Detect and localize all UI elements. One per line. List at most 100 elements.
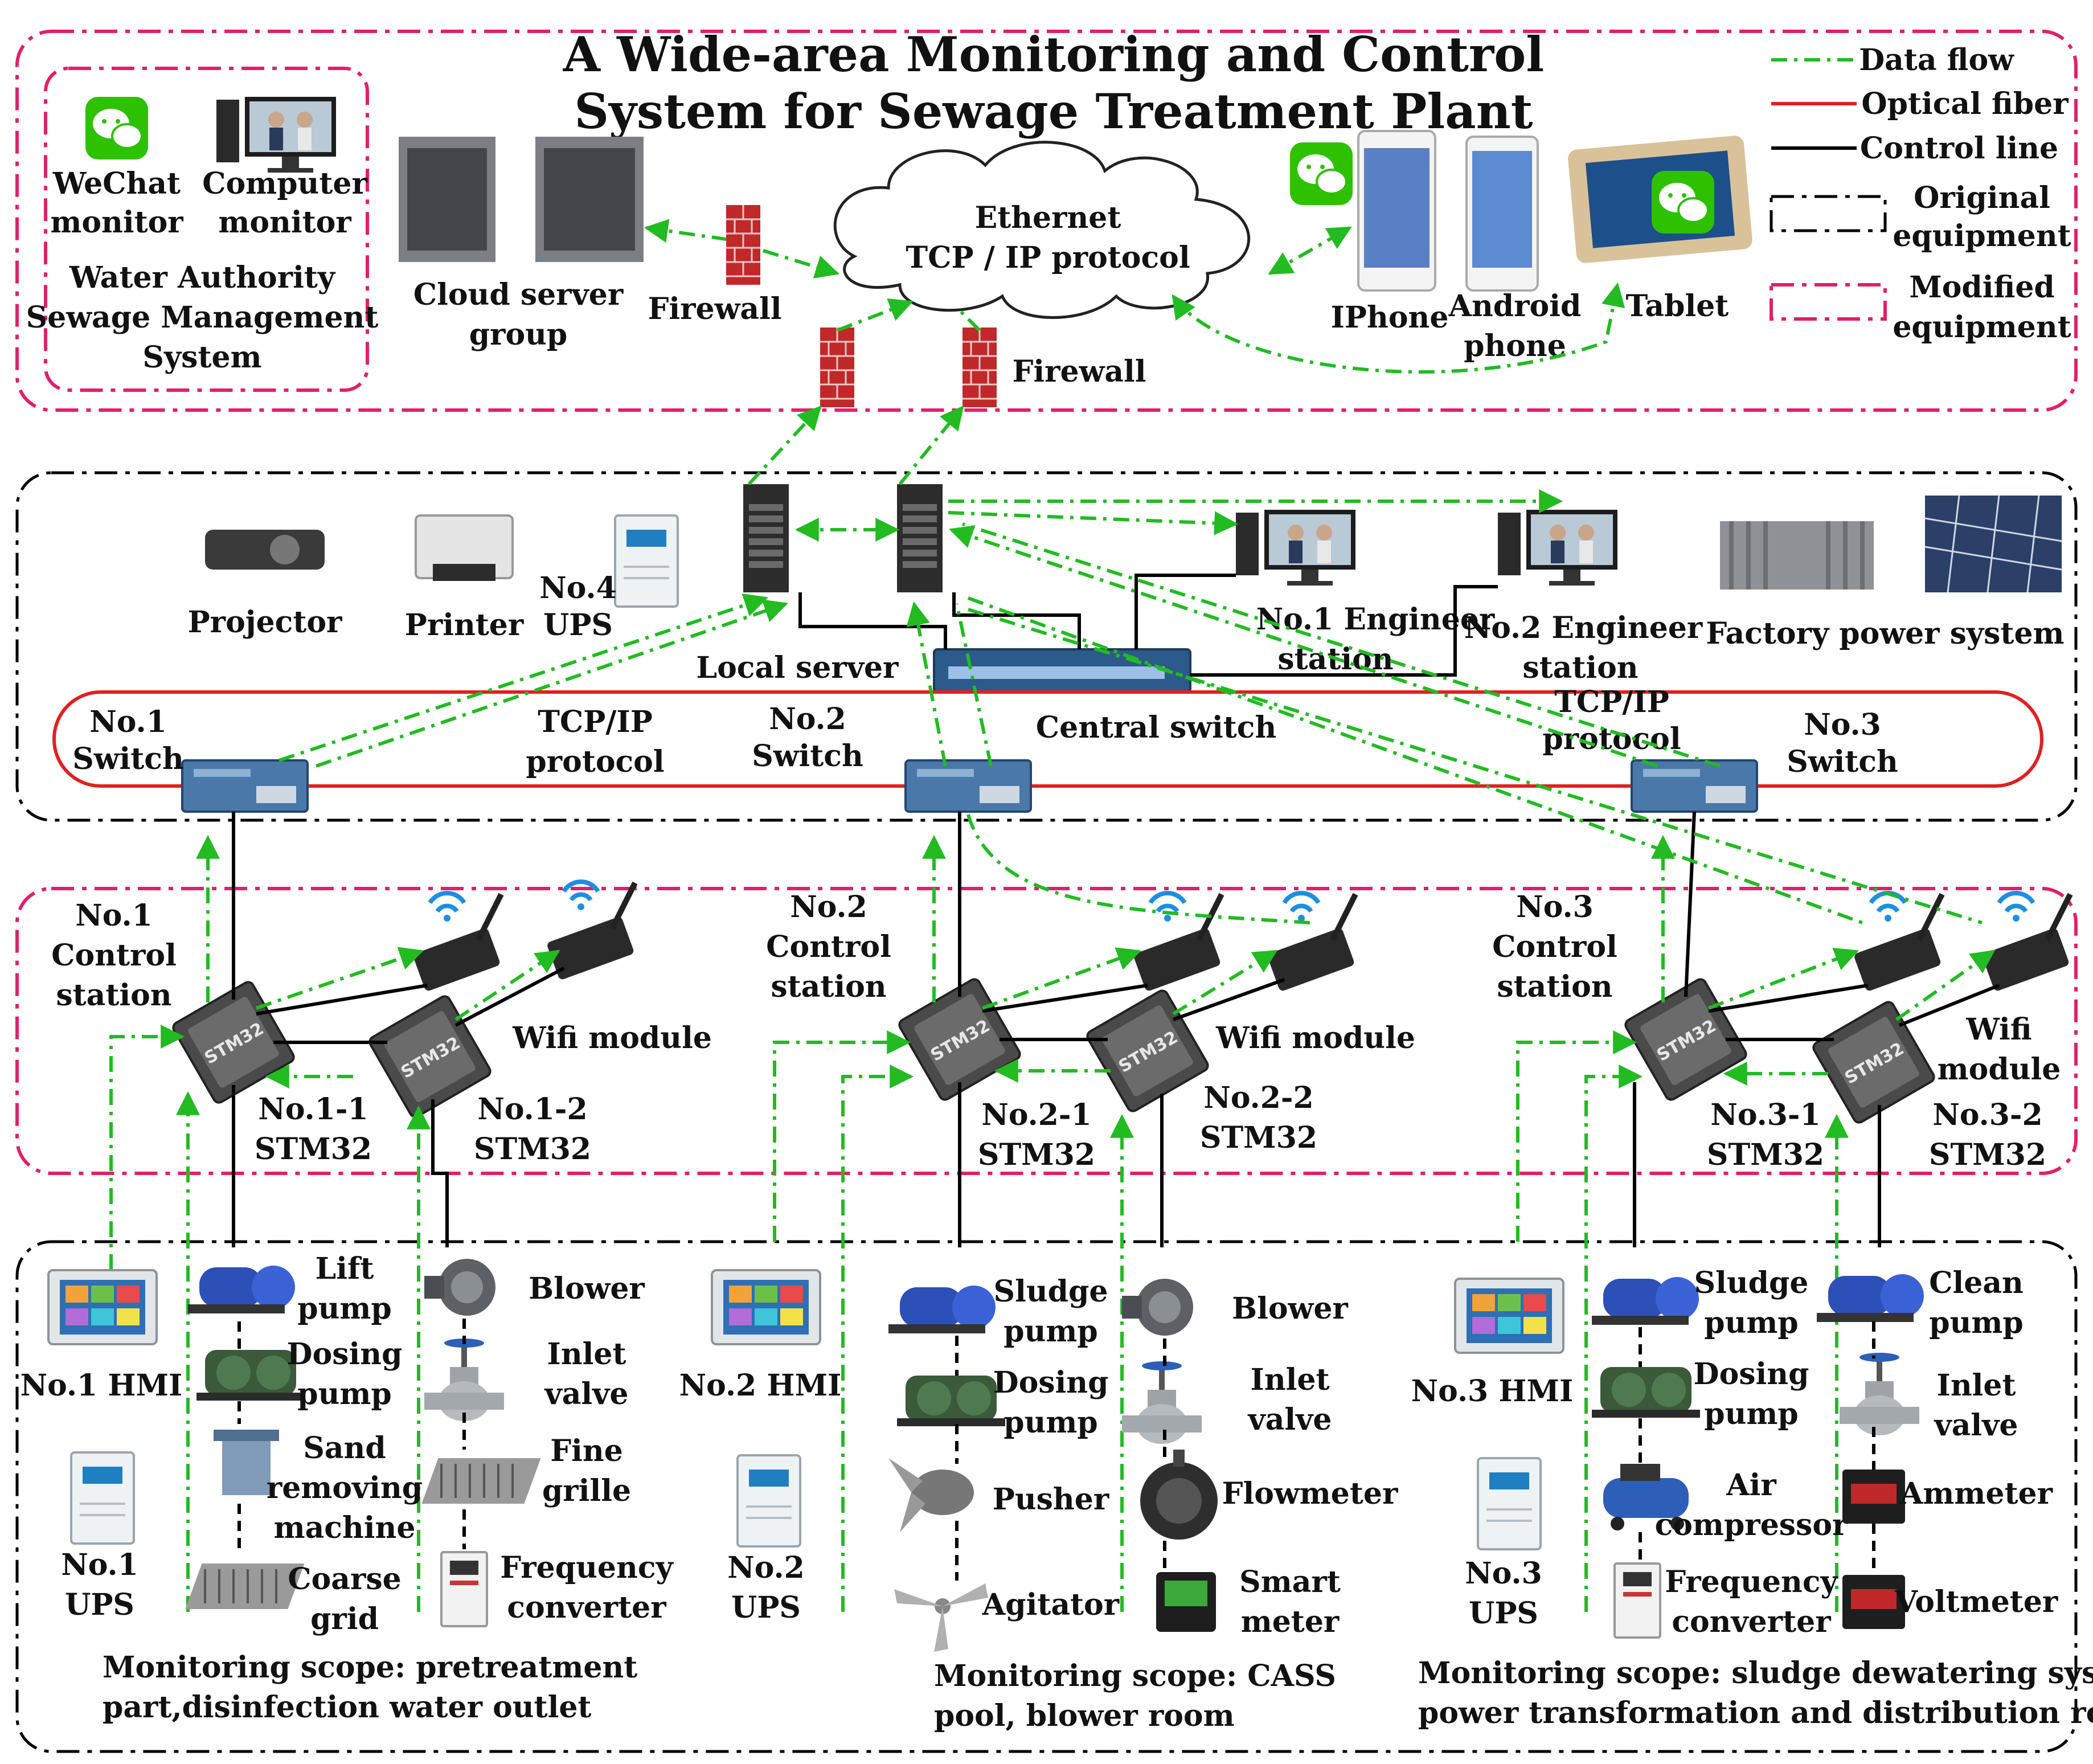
legend-original-1: Original bbox=[1914, 181, 2050, 215]
firewall-icon bbox=[725, 204, 761, 286]
eng2-label-2: station bbox=[1522, 650, 1638, 685]
hmi3-label: No.3 HMI bbox=[1411, 1374, 1574, 1409]
cloud-icon bbox=[833, 141, 1251, 319]
wifi3-label-2: module bbox=[1938, 1052, 2061, 1087]
g1b-label-1: Dosing bbox=[287, 1337, 403, 1372]
ups2-label-1: No.2 bbox=[727, 1550, 805, 1585]
ups4-label-2: UPS bbox=[543, 608, 613, 642]
hmi1-label: No.1 HMI bbox=[21, 1368, 183, 1403]
g2f-label-2: valve bbox=[1248, 1402, 1332, 1437]
ammeter-icon bbox=[1842, 1470, 1905, 1524]
g3h-label: Voltmeter bbox=[1894, 1585, 2058, 1619]
cs1-label-3: station bbox=[56, 978, 171, 1013]
g3d-label-1: Frequency bbox=[1665, 1565, 1838, 1599]
g3c-label-1: Air bbox=[1726, 1468, 1776, 1503]
switch-icon bbox=[1631, 759, 1758, 813]
g3e-label-1: Clean bbox=[1929, 1266, 2024, 1300]
wifi-module-icon bbox=[1981, 893, 2070, 992]
wechat-icon bbox=[1289, 141, 1354, 206]
stm31-label-1: No.3-1 bbox=[1710, 1098, 1820, 1132]
g3f-label-2: valve bbox=[1934, 1408, 2018, 1443]
firewall-label-a: Firewall bbox=[648, 292, 781, 326]
tablet-label: Tablet bbox=[1626, 289, 1729, 324]
switch2-label-1: No.2 bbox=[769, 702, 846, 736]
authority-label-2: Sewage Management bbox=[26, 300, 379, 335]
scope1-label-1: Monitoring scope: pretreatment bbox=[103, 1650, 637, 1685]
g3a-label-2: pump bbox=[1704, 1305, 1799, 1340]
dosing-pump-icon bbox=[897, 1376, 1005, 1426]
switch-icon bbox=[181, 759, 309, 813]
legend-modified-box bbox=[1770, 283, 1887, 321]
server-icon bbox=[897, 484, 943, 592]
g1b-label-2: pump bbox=[297, 1377, 392, 1411]
g3d-label-2: converter bbox=[1672, 1605, 1831, 1639]
cs1-label-2: Control bbox=[51, 938, 177, 973]
chip-icon bbox=[366, 993, 494, 1120]
g3a-label-1: Sludge bbox=[1694, 1266, 1809, 1300]
wifi-module-icon bbox=[1267, 893, 1355, 992]
firewall-icon bbox=[961, 326, 998, 408]
g2d-label: Agitator bbox=[982, 1587, 1120, 1622]
g2h-label-1: Smart bbox=[1239, 1565, 1341, 1599]
legend-data-flow: Data flow bbox=[1859, 43, 2014, 77]
dosing-pump-icon bbox=[1592, 1367, 1700, 1418]
stm12-label-1: No.1-2 bbox=[477, 1092, 587, 1127]
switch3-label-1: No.3 bbox=[1804, 707, 1881, 742]
network-control-lines bbox=[798, 574, 1498, 677]
ups3-label-1: No.3 bbox=[1465, 1556, 1542, 1591]
printer-label: Printer bbox=[405, 608, 524, 642]
control-station-border bbox=[15, 887, 2078, 1175]
cs1-label-1: No.1 bbox=[75, 898, 153, 933]
g1f-label-1: Inlet bbox=[547, 1337, 626, 1372]
sludge-pump-icon bbox=[1592, 1277, 1699, 1325]
station-control-lines bbox=[232, 811, 2000, 1247]
g1g-label-1: Fine bbox=[550, 1434, 623, 1468]
cloud-server-label-2: group bbox=[469, 317, 568, 352]
wifi-module-icon bbox=[412, 893, 501, 992]
cloud-server-group-icon bbox=[399, 137, 644, 262]
iphone-icon bbox=[1357, 130, 1436, 292]
voltmeter-icon bbox=[1842, 1575, 1905, 1629]
g3f-label-1: Inlet bbox=[1937, 1368, 2016, 1403]
scope2-label-2: pool, blower room bbox=[934, 1698, 1235, 1733]
optical-fiber-ring bbox=[52, 690, 2043, 788]
wechat-label-2: monitor bbox=[50, 205, 183, 240]
ups-icon bbox=[70, 1451, 135, 1545]
stm11-label-2: STM32 bbox=[255, 1132, 372, 1167]
wechat-label-1: WeChat bbox=[52, 166, 181, 201]
firewall-icon bbox=[819, 326, 855, 408]
android-label-1: Android bbox=[1448, 289, 1582, 324]
wifi2-label: Wifi module bbox=[1215, 1021, 1415, 1055]
valve-icon bbox=[424, 1339, 504, 1421]
g2h-label-2: meter bbox=[1241, 1605, 1340, 1639]
switch3-label-2: Switch bbox=[1787, 744, 1898, 779]
projector-label: Projector bbox=[188, 605, 342, 640]
g2a-label-1: Sludge bbox=[994, 1274, 1108, 1309]
smart-meter-icon bbox=[1156, 1572, 1216, 1632]
fine-grille-icon bbox=[420, 1457, 542, 1505]
blower-icon bbox=[1122, 1279, 1193, 1336]
stm12-label-2: STM32 bbox=[474, 1132, 591, 1167]
water-authority-border bbox=[44, 67, 369, 392]
g1f-label-2: valve bbox=[544, 1377, 629, 1411]
scope3-label-2: power transformation and distribution ro… bbox=[1418, 1696, 2093, 1730]
legend-modified-2: equipment bbox=[1893, 310, 2071, 345]
cloud-layer-border bbox=[15, 30, 2078, 412]
g3g-label: Ammeter bbox=[1899, 1476, 2053, 1511]
wifi1-label: Wifi module bbox=[512, 1021, 712, 1055]
android-phone-icon bbox=[1465, 136, 1539, 292]
legend-optical-fiber: Optical fiber bbox=[1861, 87, 2069, 121]
legend-modified-1: Modified bbox=[1909, 270, 2055, 305]
field-control-stubs bbox=[237, 1319, 1875, 1581]
cs3-label-1: No.3 bbox=[1516, 890, 1594, 924]
android-label-2: phone bbox=[1464, 329, 1566, 363]
local-server-label: Local server bbox=[697, 650, 899, 685]
switch2-label-2: Switch bbox=[752, 739, 863, 773]
stm32-label-2: STM32 bbox=[1929, 1137, 2046, 1172]
g2b-label-1: Dosing bbox=[993, 1365, 1109, 1400]
stm22-label-2: STM32 bbox=[1200, 1120, 1317, 1155]
stm22-label-1: No.2-2 bbox=[1203, 1080, 1313, 1115]
eng2-label-1: No.2 Engineer bbox=[1464, 611, 1703, 645]
computer-icon bbox=[1498, 510, 1617, 586]
